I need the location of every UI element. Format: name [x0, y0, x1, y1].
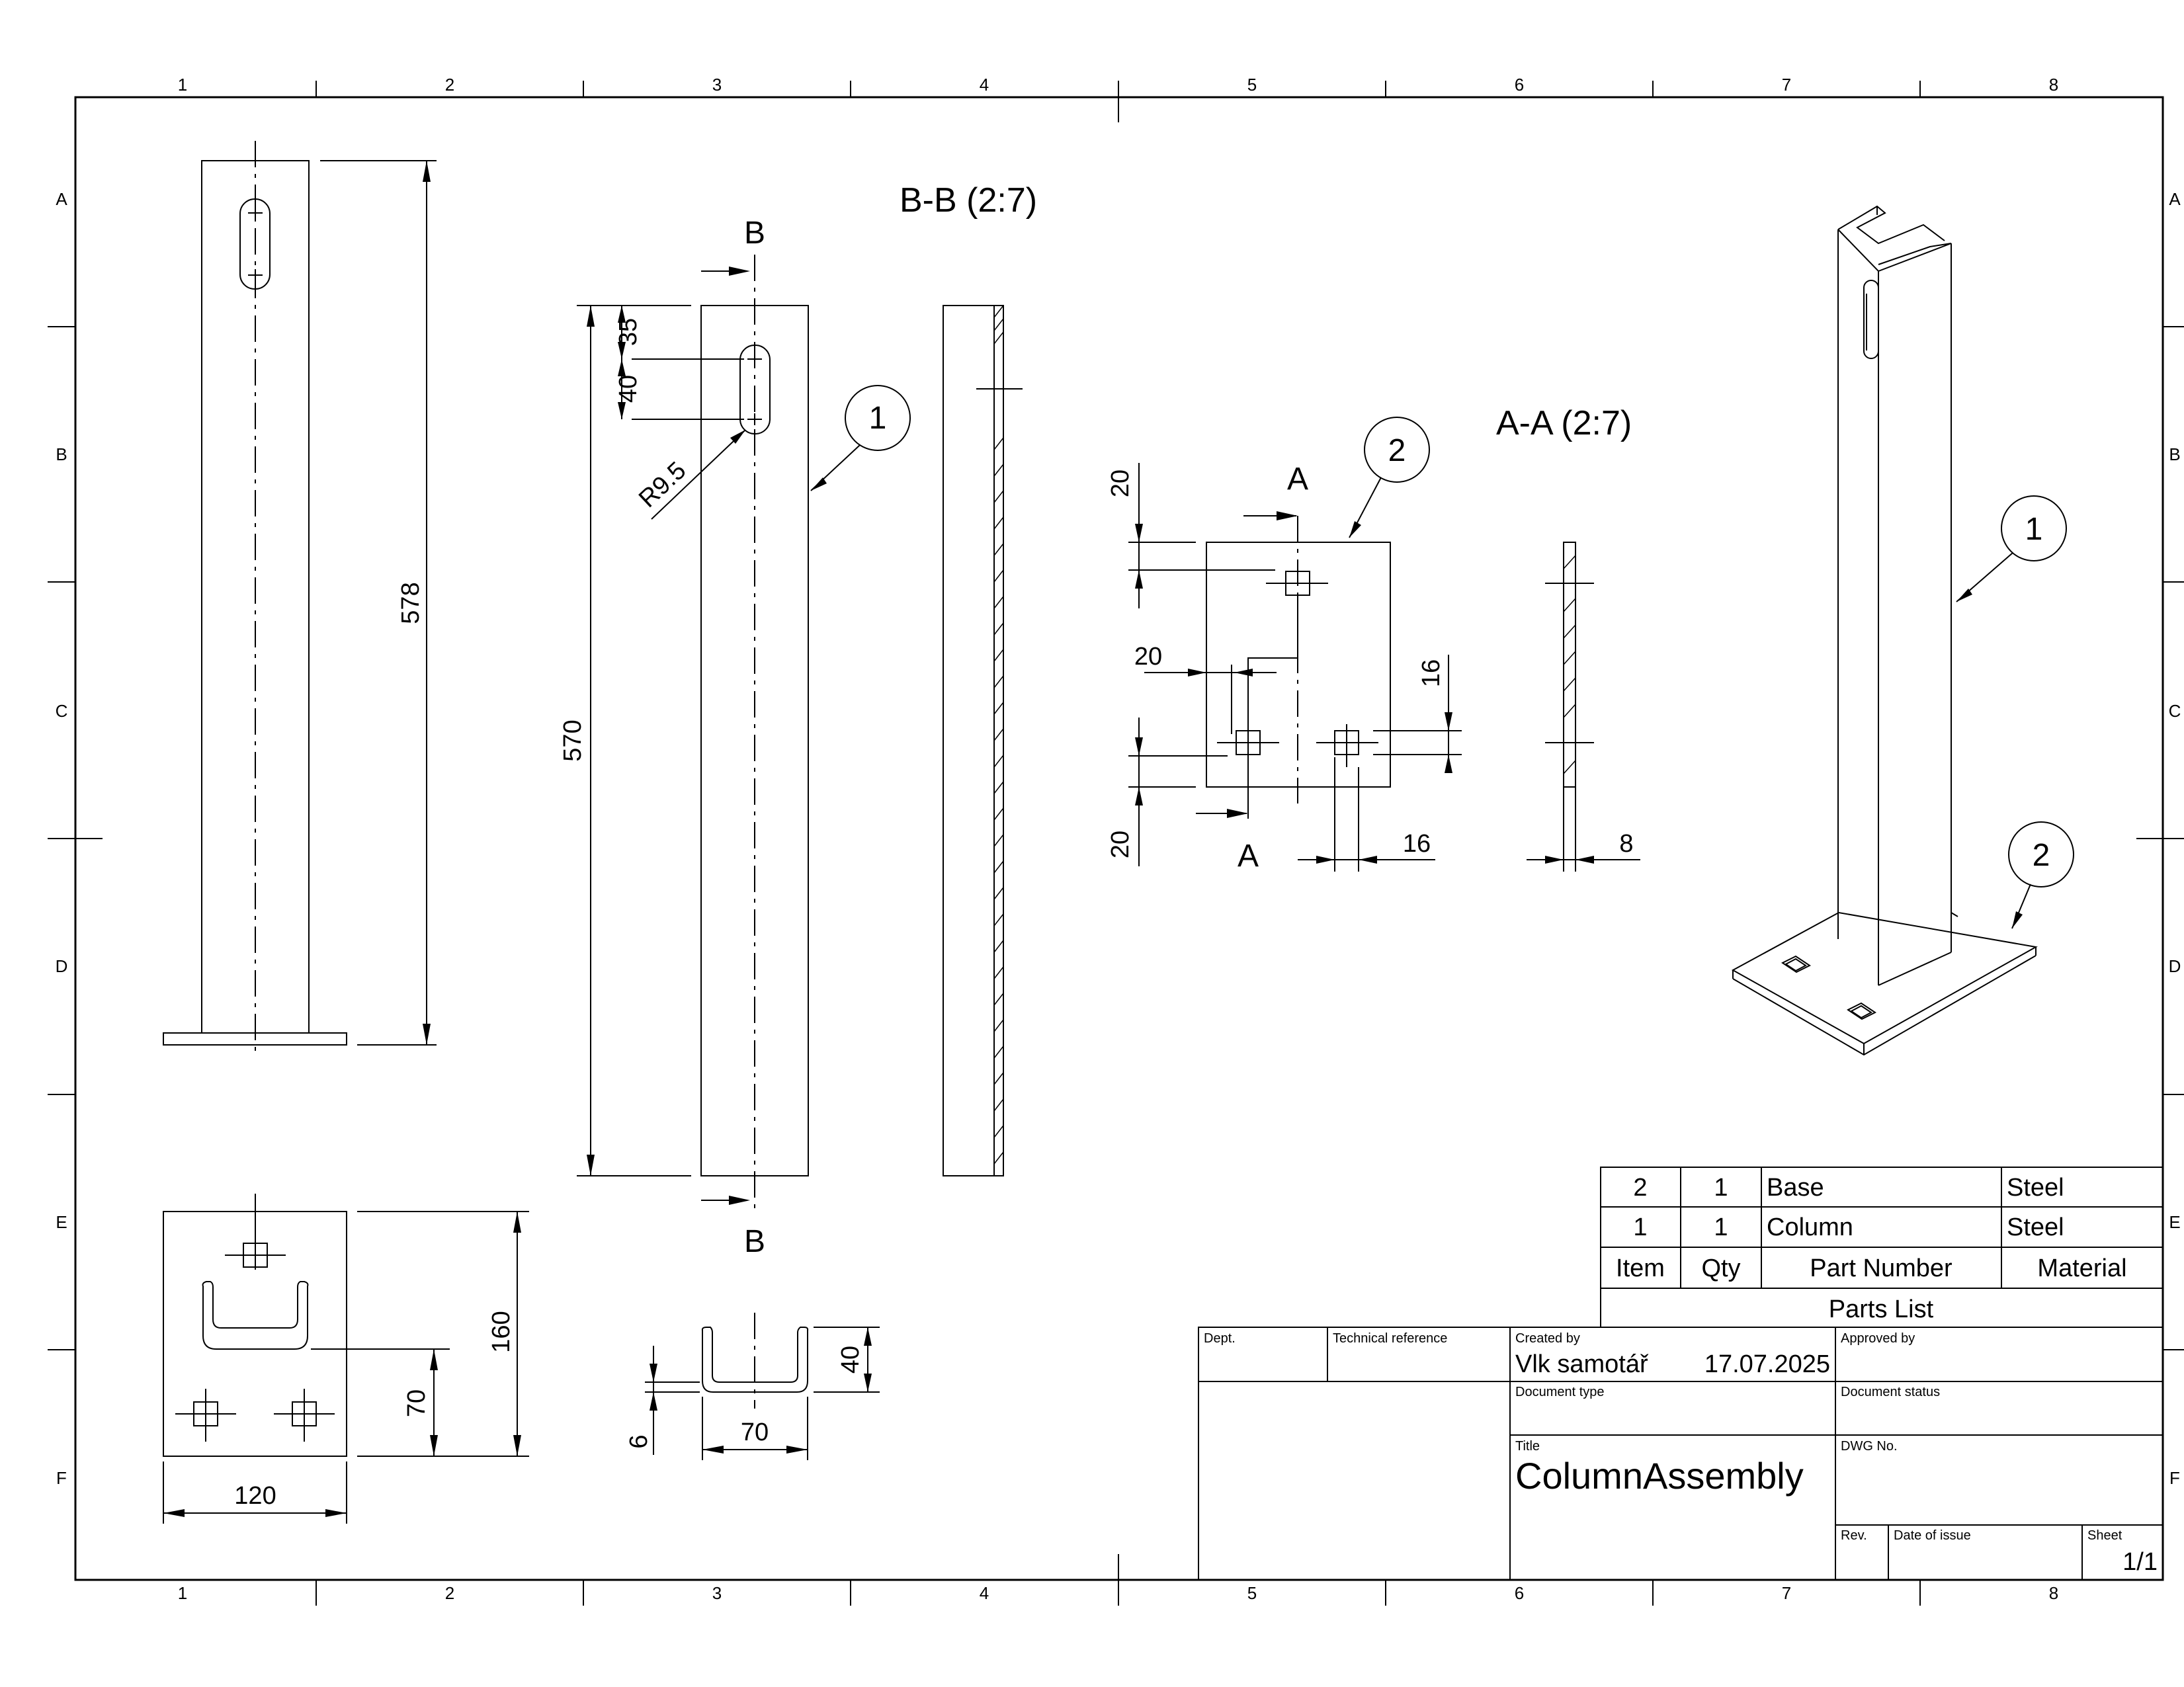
parts-row-item: 2: [1633, 1174, 1647, 1202]
section-aa-title: A-A (2:7): [1496, 404, 1632, 442]
zone-col-label: 4: [980, 1583, 989, 1603]
isometric-view: 1 2: [1731, 205, 2074, 1056]
dim-plan-height: 160: [487, 1311, 515, 1352]
zone-col-label: 1: [178, 75, 187, 95]
dim-base-16-horiz: 16: [1403, 830, 1431, 858]
cut-label-a: A: [1287, 462, 1308, 497]
dim-plan-width: 120: [234, 1482, 276, 1510]
title-block: Dept. Technical reference Created by App…: [1198, 1327, 2163, 1581]
zone-col-label: 7: [1782, 1583, 1791, 1603]
plan-view: 160 70 120: [163, 1194, 529, 1524]
zone-col-label: 7: [1782, 75, 1791, 95]
parts-header-qty: Qty: [1701, 1255, 1740, 1282]
cut-label-a: A: [1238, 839, 1259, 874]
dim-plan-70: 70: [403, 1389, 431, 1417]
zone-col-label: 2: [445, 1583, 454, 1603]
sheet-value: 1/1: [2122, 1548, 2158, 1576]
section-bb-title: B-B (2:7): [900, 181, 1037, 220]
dim-slot-35: 35: [614, 318, 642, 346]
cut-label-b: B: [744, 216, 765, 251]
dim-column-length: 570: [559, 720, 587, 761]
zone-row-label: F: [56, 1468, 67, 1488]
created-by-label: Created by: [1515, 1331, 1580, 1346]
title-label: Title: [1515, 1439, 1540, 1454]
document-status-label: Document status: [1841, 1385, 1940, 1399]
zone-row-label: C: [56, 701, 68, 721]
channel-profile-view: 40 6 70: [625, 1313, 880, 1460]
balloon-iso-base: 2: [2033, 838, 2050, 873]
dim-channel-thickness: 6: [625, 1434, 653, 1448]
front-view: 578: [163, 141, 437, 1051]
dim-slot-radius: R9.5: [634, 456, 691, 513]
dwg-no-label: DWG No.: [1841, 1439, 1898, 1454]
zone-row-label: B: [56, 444, 67, 464]
zone-row-label: D: [2169, 956, 2181, 976]
zone-row-label: A: [2169, 189, 2181, 209]
created-by-value: Vlk samotář: [1515, 1350, 1649, 1378]
dim-base-20-top: 20: [1107, 470, 1134, 497]
dim-base-16-vert: 16: [1417, 659, 1445, 687]
dept-label: Dept.: [1204, 1331, 1236, 1346]
parts-row-qty: 1: [1714, 1174, 1728, 1202]
parts-row-material: Steel: [2007, 1214, 2064, 1241]
zone-col-label: 3: [712, 1583, 722, 1603]
zone-row-label: A: [56, 189, 67, 209]
technical-reference-label: Technical reference: [1333, 1331, 1447, 1346]
dim-base-thickness: 8: [1619, 830, 1633, 858]
parts-header-material: Material: [2037, 1255, 2126, 1282]
parts-row-qty: 1: [1714, 1214, 1728, 1241]
zone-col-label: 4: [980, 75, 989, 95]
zone-col-label: 8: [2049, 75, 2058, 95]
zone-col-label: 5: [1247, 75, 1257, 95]
dim-channel-width: 70: [741, 1419, 769, 1446]
dim-front-height: 578: [397, 582, 425, 624]
zone-col-label: 6: [1515, 75, 1524, 95]
drawing-title: ColumnAssembly: [1515, 1455, 1804, 1497]
zone-row-label: D: [56, 956, 68, 976]
parts-header-item: Item: [1616, 1255, 1665, 1282]
sheet-label: Sheet: [2087, 1528, 2122, 1543]
parts-list-title: Parts List: [1829, 1296, 1934, 1323]
zone-row-label: E: [2169, 1212, 2180, 1232]
zone-col-label: 2: [445, 75, 454, 95]
zone-row-label: F: [2169, 1468, 2180, 1488]
zone-row-label: B: [2169, 444, 2180, 464]
cut-label-b: B: [744, 1224, 765, 1259]
zone-col-label: 1: [178, 1583, 187, 1603]
zone-col-label: 6: [1515, 1583, 1524, 1603]
parts-row-part: Column: [1767, 1214, 1853, 1241]
date-value: 17.07.2025: [1704, 1350, 1830, 1378]
base-plate-view: A A 20 20 16 20 16: [1107, 417, 1462, 874]
date-of-issue-label: Date of issue: [1894, 1528, 1971, 1543]
document-type-label: Document type: [1515, 1385, 1605, 1399]
zone-col-label: 3: [712, 75, 722, 95]
section-aa-view: A-A (2:7) 8: [1496, 404, 1640, 872]
dim-slot-40: 40: [614, 375, 642, 403]
dim-base-20-left: 20: [1134, 643, 1162, 671]
balloon-iso-column: 1: [2025, 512, 2043, 547]
dim-channel-height: 40: [837, 1346, 864, 1374]
zone-col-label: 5: [1247, 1583, 1257, 1603]
drawing-frame: 1 2 3 4 5 6 7 8 1 2 3 4 5 6 7 8 A B C D …: [48, 75, 2184, 1606]
parts-list: 2 1 Base Steel 1 1 Column Steel Item Qty…: [1600, 1167, 2163, 1328]
parts-row-material: Steel: [2007, 1174, 2064, 1202]
parts-row-item: 1: [1633, 1214, 1647, 1241]
parts-row-part: Base: [1767, 1174, 1824, 1202]
balloon-base: 2: [1388, 433, 1406, 468]
parts-header-part-number: Part Number: [1810, 1255, 1953, 1282]
dim-base-20-bottom: 20: [1107, 831, 1134, 858]
balloon-column: 1: [869, 401, 887, 436]
approved-by-label: Approved by: [1841, 1331, 1915, 1346]
zone-col-label: 8: [2049, 1583, 2058, 1603]
zone-row-label: C: [2169, 701, 2181, 721]
section-bb-view: B-B (2:7): [900, 181, 1037, 1176]
column-view: B B 570 35 40 R9.5 1: [559, 216, 911, 1259]
rev-label: Rev.: [1841, 1528, 1867, 1543]
zone-row-label: E: [56, 1212, 67, 1232]
